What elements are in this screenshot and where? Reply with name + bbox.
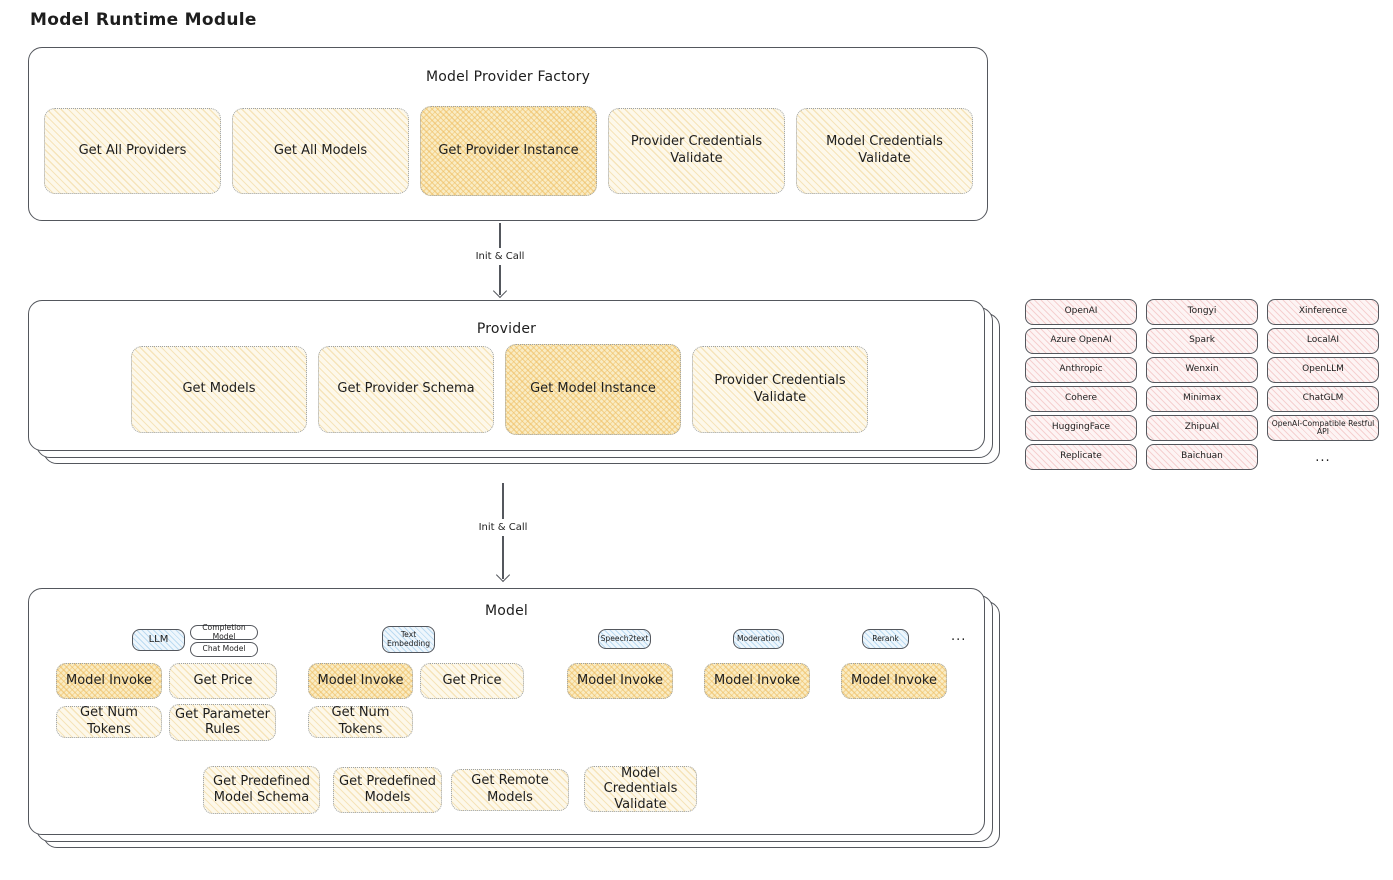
node-moderation-model-invoke: Model Invoke	[704, 663, 810, 699]
node-text-embedding-get-price: Get Price	[420, 663, 524, 699]
node-get-models: Get Models	[131, 346, 307, 433]
factory-box: Model Provider Factory Get All Providers…	[28, 47, 988, 221]
provider-zhipuai: ZhipuAI	[1146, 415, 1258, 441]
tag-rerank: Rerank	[862, 629, 909, 649]
provider-openai-compatible-restful-api: OpenAI-Compatible Restful API	[1267, 415, 1379, 441]
node-get-predefined-models: Get Predefined Models	[333, 767, 442, 813]
provider-baichuan: Baichuan	[1146, 444, 1258, 470]
node-get-remote-models: Get Remote Models	[451, 769, 569, 811]
tag-speech2text: Speech2text	[598, 629, 651, 649]
provider-spark: Spark	[1146, 328, 1258, 354]
provider-azure-openai: Azure OpenAI	[1025, 328, 1137, 354]
node-text-embedding-get-num-tokens: Get Num Tokens	[308, 705, 413, 738]
node-llm-get-parameter-rules: Get Parameter Rules	[169, 704, 276, 741]
provider-chatglm: ChatGLM	[1267, 386, 1379, 412]
provider-box: Provider Get Models Get Provider Schema …	[28, 300, 985, 451]
model-types-more: ...	[951, 629, 967, 644]
node-get-predefined-model-schema: Get Predefined Model Schema	[203, 766, 320, 814]
node-model-credentials-validate: Model Credentials Validate	[796, 108, 973, 194]
provider-wenxin: Wenxin	[1146, 357, 1258, 383]
tag-llm: LLM	[132, 629, 185, 651]
node-provider-credentials-validate-2: Provider Credentials Validate	[692, 346, 868, 433]
tag-completion-model: Completion Model	[190, 623, 258, 640]
node-provider-credentials-validate: Provider Credentials Validate	[608, 108, 785, 194]
node-get-all-providers: Get All Providers	[44, 108, 221, 194]
provider-cohere: Cohere	[1025, 386, 1137, 412]
provider-minimax: Minimax	[1146, 386, 1258, 412]
factory-title: Model Provider Factory	[425, 69, 591, 85]
model-title: Model	[484, 603, 529, 619]
node-text-embedding-model-invoke: Model Invoke	[308, 663, 413, 699]
provider-list-grid: OpenAI Tongyi Xinference Azure OpenAI Sp…	[1025, 299, 1379, 470]
provider-anthropic: Anthropic	[1025, 357, 1137, 383]
tag-moderation: Moderation	[733, 629, 784, 649]
node-model-credentials-validate-2: Model Credentials Validate	[584, 766, 697, 812]
node-speech2text-model-invoke: Model Invoke	[567, 663, 673, 699]
provider-openai: OpenAI	[1025, 299, 1137, 325]
model-box: Model LLM Completion Model Chat Model Te…	[28, 588, 985, 835]
node-get-model-instance: Get Model Instance	[505, 344, 681, 435]
provider-openllm: OpenLLM	[1267, 357, 1379, 383]
arrow-head-icon	[495, 567, 511, 583]
provider-localai: LocalAI	[1267, 328, 1379, 354]
arrow-label-init-call-2: Init & Call	[472, 519, 534, 536]
arrow-provider-to-model: Init & Call	[472, 483, 534, 583]
arrow-factory-to-provider: Init & Call	[469, 223, 531, 299]
provider-title: Provider	[476, 321, 537, 337]
tag-chat-model: Chat Model	[190, 642, 258, 657]
provider-xinference: Xinference	[1267, 299, 1379, 325]
page-title: Model Runtime Module	[30, 10, 257, 30]
node-llm-model-invoke: Model Invoke	[56, 663, 162, 699]
node-rerank-model-invoke: Model Invoke	[841, 663, 947, 699]
arrow-head-icon	[492, 283, 508, 299]
node-llm-get-price: Get Price	[169, 663, 277, 699]
provider-list-more: ...	[1315, 449, 1331, 465]
node-get-provider-schema: Get Provider Schema	[318, 346, 494, 433]
arrow-label-init-call-1: Init & Call	[469, 248, 531, 265]
provider-huggingface: HuggingFace	[1025, 415, 1137, 441]
provider-replicate: Replicate	[1025, 444, 1137, 470]
tag-text-embedding: Text Embedding	[382, 626, 435, 653]
node-llm-get-num-tokens: Get Num Tokens	[56, 705, 162, 738]
node-get-all-models: Get All Models	[232, 108, 409, 194]
node-get-provider-instance: Get Provider Instance	[420, 106, 597, 196]
provider-tongyi: Tongyi	[1146, 299, 1258, 325]
